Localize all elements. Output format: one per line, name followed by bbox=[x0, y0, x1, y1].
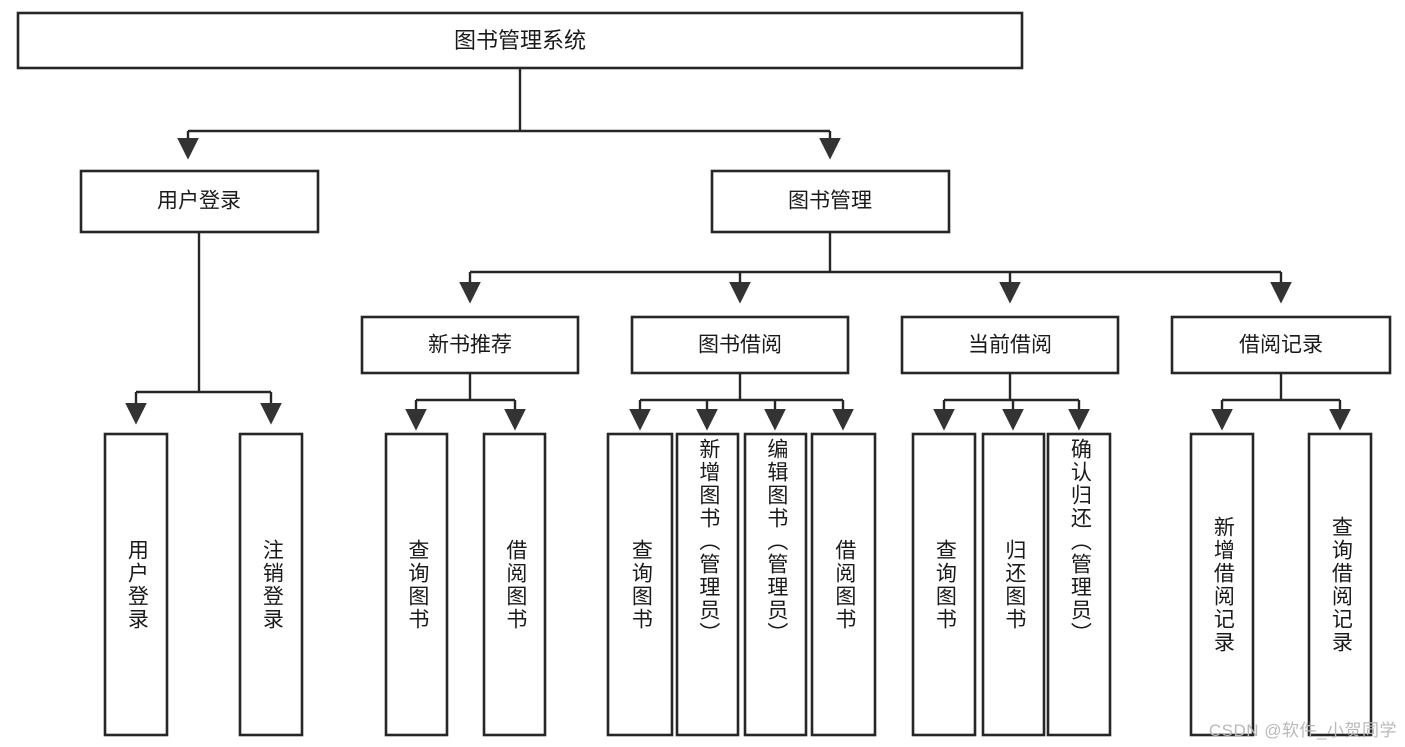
node-root[interactable]: 图书管理系统 bbox=[16, 11, 1024, 70]
node-user-login[interactable]: 用户登录 bbox=[79, 169, 320, 234]
leaf-box-cb-confirm-return bbox=[1046, 432, 1112, 737]
node-book-management[interactable]: 图书管理 bbox=[710, 169, 951, 234]
node-borrow-record[interactable]: 借阅记录 bbox=[1170, 315, 1392, 375]
node-new-book-recommend[interactable]: 新书推荐 bbox=[360, 315, 580, 375]
connector-borrowrecord-to-leaves bbox=[1211, 373, 1351, 431]
leaf-box-bb-borrow-book bbox=[810, 432, 877, 737]
leaf-box-nb-query-book bbox=[384, 432, 449, 737]
node-current-borrow-label: 当前借阅 bbox=[968, 334, 1052, 357]
node-current-borrow[interactable]: 当前借阅 bbox=[900, 315, 1120, 375]
node-book-borrow[interactable]: 图书借阅 bbox=[630, 315, 850, 375]
node-book-borrow-label: 图书借阅 bbox=[698, 334, 782, 357]
node-borrow-record-label: 借阅记录 bbox=[1239, 334, 1323, 357]
leaf-box-bb-add-book bbox=[675, 432, 740, 737]
leaf-box-logout bbox=[238, 432, 304, 737]
leaf-box-cb-query-book bbox=[911, 432, 977, 737]
connector-currentborrow-to-leaves bbox=[933, 373, 1090, 431]
node-new-book-recommend-label: 新书推荐 bbox=[428, 334, 512, 357]
node-user-login-label: 用户登录 bbox=[157, 190, 241, 213]
connector-newbook-to-leaves bbox=[405, 373, 526, 431]
connector-root-to-level2 bbox=[177, 68, 841, 160]
node-root-label: 图书管理系统 bbox=[454, 28, 586, 53]
leaf-box-bb-edit-book bbox=[743, 432, 808, 737]
leaf-box-user-login bbox=[103, 432, 169, 737]
leaf-box-bb-query-book bbox=[606, 432, 674, 737]
connector-bookmgmt-to-level3 bbox=[459, 232, 1292, 304]
leaf-box-br-query-record bbox=[1307, 432, 1373, 737]
leaf-box-br-add-record bbox=[1189, 432, 1255, 737]
connector-userlogin-to-leaves bbox=[125, 232, 282, 425]
node-book-management-label: 图书管理 bbox=[788, 190, 872, 213]
leaf-boxes bbox=[103, 432, 1373, 737]
leaf-box-cb-return-book bbox=[981, 432, 1046, 737]
leaf-box-nb-borrow-book bbox=[482, 432, 547, 737]
connector-bookborrow-to-leaves bbox=[629, 373, 854, 431]
watermark-text: CSDN @软件_小贺同学 bbox=[1208, 721, 1397, 740]
